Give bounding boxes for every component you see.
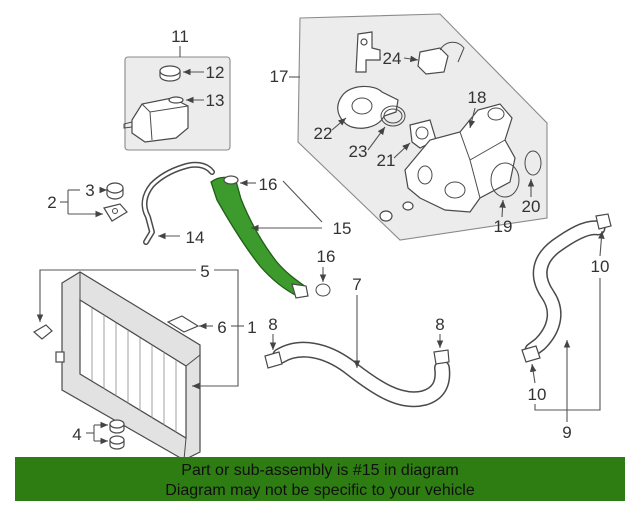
callout-18: 18	[468, 88, 487, 107]
housing-outlet-1	[487, 107, 505, 121]
hose-clamp-16	[315, 283, 331, 297]
mount-bushing-top	[106, 182, 124, 194]
leader-line-23	[367, 126, 386, 151]
leader-line-10-top	[598, 230, 605, 257]
upper-hose-9-core	[526, 221, 604, 356]
callout-13: 13	[206, 91, 225, 110]
radiator-pad	[166, 315, 200, 333]
gasket-23-inner	[383, 108, 403, 124]
reservoir-nipple	[123, 121, 133, 129]
lower-hose-7-core	[273, 343, 449, 406]
leader-line-22	[331, 117, 347, 131]
bracket-bolt	[360, 38, 368, 46]
housing-rib	[459, 131, 506, 199]
callout-7: 7	[352, 275, 361, 294]
leader-line-10-bottom	[529, 363, 537, 384]
leader-line-24-right	[403, 55, 419, 63]
hose-end-fitting	[291, 283, 309, 299]
radiator-fins	[91, 308, 177, 432]
callout-17: 17	[270, 67, 289, 86]
radiator-clip	[32, 324, 53, 340]
callout-20: 20	[522, 197, 541, 216]
gasket-23-outer	[380, 105, 406, 127]
reservoir-tank	[131, 97, 189, 143]
thermostat-valve	[415, 126, 429, 140]
water-inlet-housing	[337, 85, 399, 129]
hose-clamp-10-bottom	[521, 345, 541, 363]
reservoir-neck	[168, 96, 184, 104]
callout-3: 3	[85, 181, 94, 200]
hose-clamp-8-right	[433, 349, 450, 365]
hose-clamp-10-top	[595, 213, 612, 230]
callout-4: 4	[72, 425, 81, 444]
housing-outlet-2	[444, 181, 466, 199]
callout-10-top: 10	[591, 257, 610, 276]
reservoir-cap-top	[159, 65, 181, 77]
callout-24: 24	[383, 49, 402, 68]
leader-line-15-a	[282, 180, 323, 223]
callout-2: 2	[47, 193, 56, 212]
callout-22: 22	[314, 124, 333, 143]
sensor-clip	[439, 41, 465, 63]
reservoir-tank-edge	[141, 103, 189, 141]
banner-line-2: Diagram may not be specific to your vehi…	[165, 482, 475, 499]
hose-clamp	[223, 175, 239, 185]
callout-14: 14	[186, 228, 205, 247]
temperature-sensor	[417, 47, 449, 75]
callout-21: 21	[377, 151, 396, 170]
callout-15: 15	[333, 219, 352, 238]
info-banner	[15, 457, 625, 501]
callout-8-left: 8	[268, 315, 277, 334]
leader-line-19	[499, 199, 506, 218]
o-ring	[402, 201, 414, 211]
leader-line-21	[393, 142, 411, 159]
hose-clamp-8-left	[264, 351, 283, 369]
callout-12: 12	[206, 63, 225, 82]
callout-16-top: 16	[259, 175, 278, 194]
callout-1: 1	[247, 318, 256, 337]
banner-line-1: Part or sub-assembly is #15 in diagram	[181, 462, 458, 479]
callout-5: 5	[200, 262, 209, 281]
leader-line-5-right	[192, 269, 239, 390]
overflow-hose-14-core	[143, 163, 214, 244]
callout-23: 23	[349, 142, 368, 161]
callout-10-bottom: 10	[528, 385, 547, 404]
gasket-20	[524, 150, 542, 176]
radiator-hose-15	[210, 176, 307, 298]
insulator-upper-top	[109, 419, 125, 429]
mount-bracket	[103, 203, 128, 222]
housing-port	[351, 97, 373, 115]
callout-16-lower: 16	[317, 247, 336, 266]
thermostat-housing	[404, 103, 516, 213]
radiator-drain	[55, 351, 65, 363]
callout-19: 19	[494, 217, 513, 236]
housing-outlet-3	[417, 165, 433, 185]
callout-9: 9	[562, 423, 571, 442]
gasket-19	[490, 162, 520, 198]
mount-bracket-hole	[112, 208, 118, 214]
insulator-lower-top	[109, 435, 125, 445]
leader-line-18	[468, 107, 476, 129]
callout-8-right: 8	[435, 315, 444, 334]
callout-6: 6	[217, 318, 226, 337]
radiator-side-tank	[61, 272, 201, 461]
callout-11: 11	[171, 27, 189, 46]
o-ring	[379, 210, 393, 222]
leader-line-5-left	[36, 269, 196, 322]
